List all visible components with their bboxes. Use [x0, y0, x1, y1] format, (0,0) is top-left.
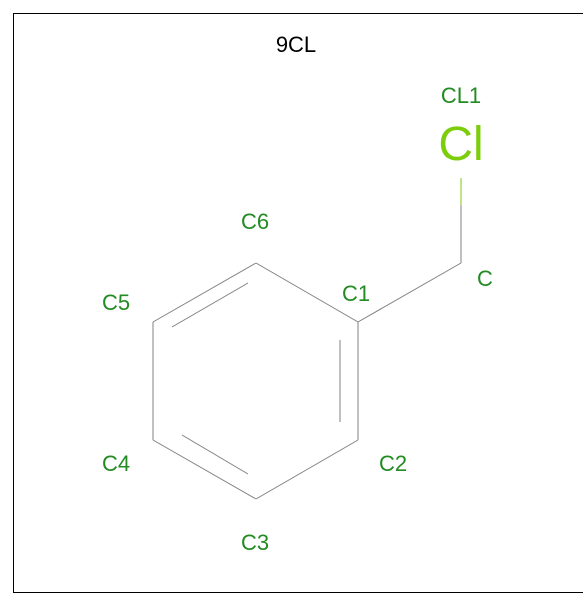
- atom-label-c5: C5: [102, 290, 130, 315]
- bond-c2-c3: [255, 439, 359, 500]
- diagram-frame: [13, 13, 583, 593]
- chlorine-symbol: Cl: [438, 118, 483, 171]
- atom-label-c1: C1: [342, 281, 370, 306]
- bond-c3-c4: [152, 439, 257, 500]
- diagram-title: 9CL: [276, 32, 316, 57]
- bond-c6-c1: [255, 262, 359, 323]
- bond-c5-c6: [152, 262, 257, 323]
- atom-label-cl1: CL1: [441, 83, 481, 108]
- bonds: [152, 205, 462, 500]
- atom-label-c4: C4: [102, 451, 130, 476]
- atom-label-c6: C6: [241, 209, 269, 234]
- bond-c1-c: [357, 262, 462, 323]
- bond-c5-c6-inner: [171, 282, 249, 328]
- atom-label-c2: C2: [379, 451, 407, 476]
- atom-label-c: C: [477, 266, 493, 291]
- bond-c3-c4-inner: [181, 434, 249, 475]
- atom-label-c3: C3: [241, 530, 269, 555]
